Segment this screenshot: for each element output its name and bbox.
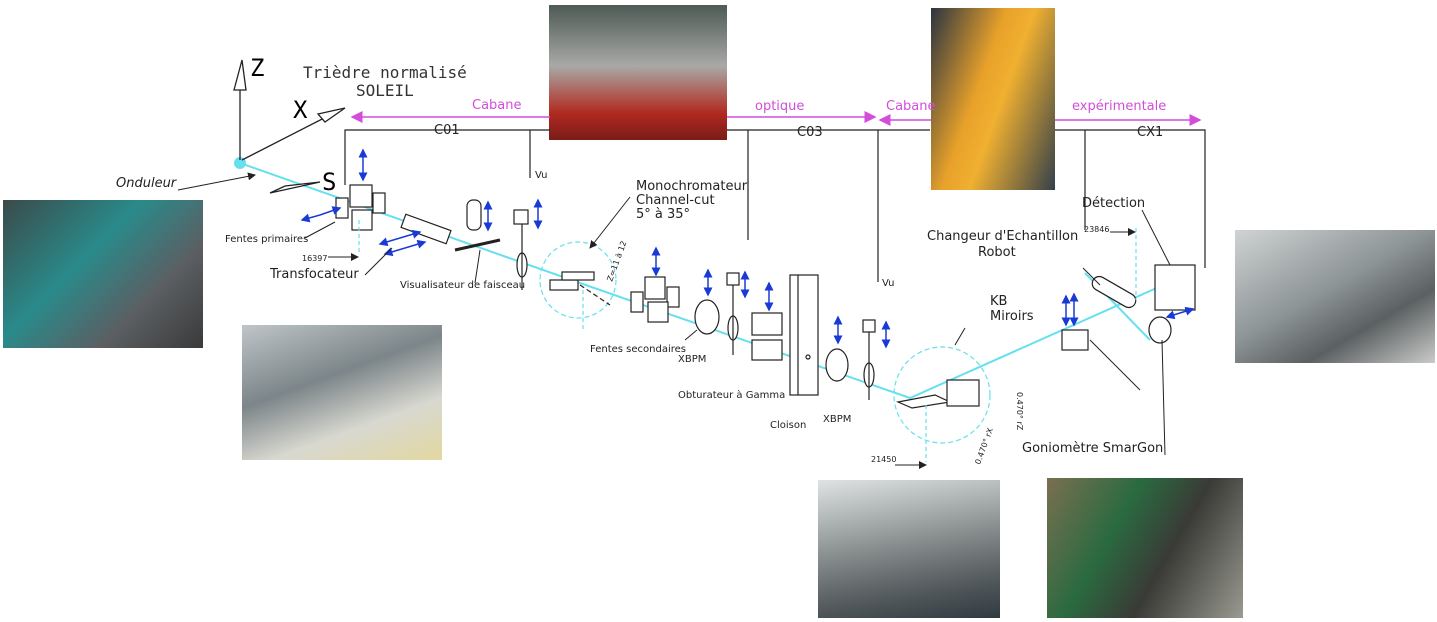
label-pos-16397: 16397 (302, 254, 327, 263)
components (335, 184, 1196, 444)
motion-arrows (300, 148, 1195, 349)
label-changeur-2: Robot (978, 245, 1016, 260)
hutch-label-cabane-2: Cabane (886, 99, 936, 114)
label-fentes-secondaires: Fentes secondaires (590, 344, 686, 355)
leader-lines (177, 172, 1171, 469)
label-onduleur: Onduleur (116, 176, 178, 191)
label-pos-23846: 23846 (1084, 225, 1109, 234)
label-transfocateur: Transfocateur (269, 267, 359, 282)
hutch-label-cabane: Cabane (472, 98, 522, 113)
label-xbpm-2: XBPM (823, 414, 851, 425)
label-fentes-primaires: Fentes primaires (225, 234, 308, 245)
hutch-label-experimentale: expérimentale (1072, 99, 1166, 114)
axis-s-label: S (322, 168, 336, 196)
photo-goniometer (1047, 478, 1243, 618)
label-xbpm-1: XBPM (678, 354, 706, 365)
component-labels: Onduleur Fentes primaires 16397 Transfoc… (116, 170, 1163, 466)
hutch-c01: C01 (434, 123, 460, 138)
position-markers (358, 220, 1137, 462)
label-vu-1: Vu (535, 170, 548, 181)
axes-triad (233, 59, 346, 194)
hutch-brackets (344, 129, 1206, 282)
hutch-label-optique: optique (755, 99, 804, 114)
title-line1: Trièdre normalisé (303, 63, 467, 82)
label-mono-2: Channel-cut (636, 193, 715, 208)
label-angle-rx: 0.470° rX (973, 426, 995, 465)
photo-monochromator (549, 5, 727, 140)
label-changeur-1: Changeur d'Echantillon (927, 229, 1078, 244)
label-kb-1: KB (990, 294, 1007, 309)
photo-kb-mirrors (818, 480, 1000, 618)
label-obturateur: Obturateur à Gamma (678, 389, 785, 401)
photo-robot (931, 8, 1055, 190)
label-z-range: Z=11 à 12 (605, 240, 628, 283)
title-line2: SOLEIL (356, 81, 414, 100)
label-angle-rz: 0.470° rZ (1015, 392, 1024, 431)
hutch-c03: C03 (797, 125, 823, 140)
photo-transfocator (242, 325, 442, 460)
photo-undulator (3, 200, 203, 348)
hutch-cx1: CX1 (1137, 125, 1163, 140)
hutch-arrows (350, 111, 1202, 126)
label-cloison: Cloison (770, 420, 806, 431)
label-kb-2: Miroirs (990, 309, 1034, 324)
label-visualisateur: Visualisateur de faisceau (400, 280, 525, 291)
label-vu-2: Vu (882, 278, 895, 289)
label-detection: Détection (1082, 196, 1145, 211)
label-mono-3: 5° à 35° (636, 207, 690, 222)
photo-detector-enclosure (1235, 230, 1435, 363)
label-goniometre: Goniomètre SmarGon (1022, 441, 1163, 456)
label-mono-1: Monochromateur (636, 179, 748, 194)
label-pos-21450: 21450 (871, 455, 896, 464)
axis-z-label: Z (250, 54, 264, 82)
axis-x-label: X (293, 96, 308, 124)
